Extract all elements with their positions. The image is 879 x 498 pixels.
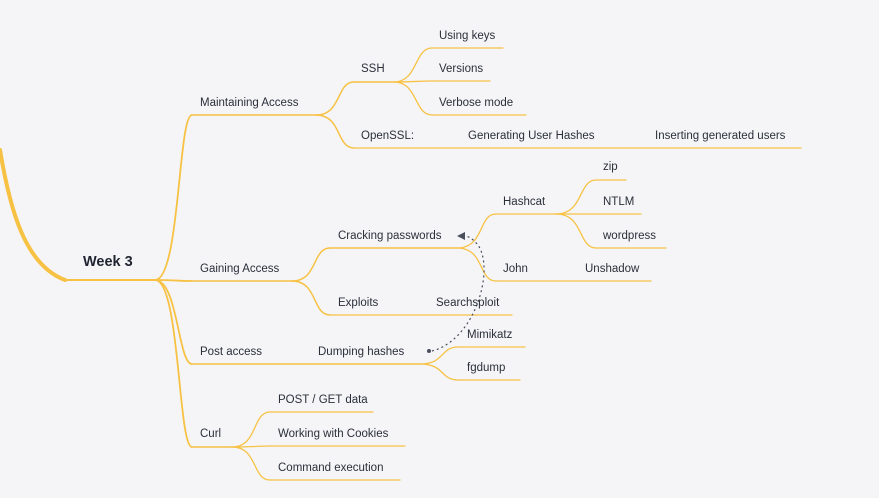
branch-wordpress bbox=[556, 214, 596, 248]
topic-zip[interactable]: zip bbox=[603, 160, 618, 174]
topic-searchsploit[interactable]: Searchsploit bbox=[436, 296, 499, 310]
topic-mimikatz[interactable]: Mimikatz bbox=[467, 328, 512, 342]
topic-curl[interactable]: Curl bbox=[200, 427, 221, 441]
topic-fgdump[interactable]: fgdump bbox=[467, 361, 505, 375]
trunk-branch bbox=[0, 150, 65, 280]
branch-postget bbox=[232, 412, 270, 447]
topic-post-get-data[interactable]: POST / GET data bbox=[278, 393, 368, 407]
topic-hashcat[interactable]: Hashcat bbox=[503, 195, 545, 209]
topic-working-with-cookies[interactable]: Working with Cookies bbox=[278, 427, 388, 441]
branch-post bbox=[155, 280, 192, 364]
root-topic[interactable]: Week 3 bbox=[83, 255, 133, 269]
topic-command-execution[interactable]: Command execution bbox=[278, 461, 383, 475]
branch-john bbox=[457, 248, 496, 281]
branch-ssh bbox=[316, 82, 354, 115]
branch-exploits bbox=[292, 281, 330, 315]
branch-maintaining bbox=[155, 115, 192, 280]
branch-fgdump bbox=[420, 364, 458, 380]
branch-openssl bbox=[316, 115, 354, 148]
topic-inserting-generated-users[interactable]: Inserting generated users bbox=[655, 129, 785, 143]
branch-cracking bbox=[292, 248, 330, 281]
topic-unshadow[interactable]: Unshadow bbox=[585, 262, 639, 276]
branch-mimikatz bbox=[420, 347, 458, 364]
topic-john[interactable]: John bbox=[503, 262, 528, 276]
topic-cracking-passwords[interactable]: Cracking passwords bbox=[338, 229, 442, 243]
relation-arrowhead bbox=[457, 232, 465, 240]
topic-maintaining-access[interactable]: Maintaining Access bbox=[200, 96, 298, 110]
branch-using-keys bbox=[394, 48, 432, 82]
topic-versions[interactable]: Versions bbox=[439, 62, 483, 76]
topic-ssh[interactable]: SSH bbox=[361, 62, 385, 76]
branch-cmdexec bbox=[232, 447, 270, 480]
topic-using-keys[interactable]: Using keys bbox=[439, 29, 495, 43]
relation-start-dot bbox=[427, 349, 431, 353]
topic-exploits[interactable]: Exploits bbox=[338, 296, 378, 310]
branch-verbose bbox=[394, 82, 432, 115]
topic-openssl[interactable]: OpenSSL: bbox=[361, 129, 414, 143]
branch-zip bbox=[556, 180, 596, 214]
topic-generating-user-hashes[interactable]: Generating User Hashes bbox=[468, 129, 595, 143]
topic-verbose-mode[interactable]: Verbose mode bbox=[439, 96, 513, 110]
topic-post-access[interactable]: Post access bbox=[200, 345, 262, 359]
topic-ntlm[interactable]: NTLM bbox=[603, 195, 634, 209]
topic-gaining-access[interactable]: Gaining Access bbox=[200, 262, 279, 276]
topic-dumping-hashes[interactable]: Dumping hashes bbox=[318, 345, 404, 359]
topic-wordpress[interactable]: wordpress bbox=[603, 229, 656, 243]
